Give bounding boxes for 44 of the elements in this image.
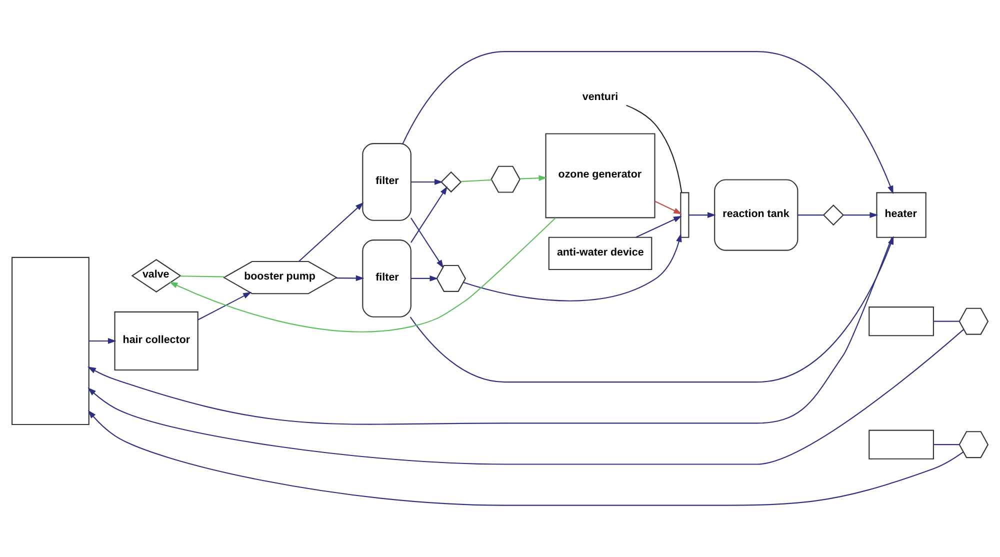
arrow — [88, 237, 892, 425]
node-diamond: valve — [131, 259, 182, 292]
arrow — [88, 410, 964, 506]
arrow — [88, 338, 116, 344]
arrow — [654, 200, 682, 214]
node-hexagon — [958, 431, 989, 458]
connector — [934, 444, 960, 446]
arrow — [463, 234, 682, 302]
node-text: venturi — [582, 90, 618, 103]
node-box: heater — [876, 192, 926, 238]
node-box: filter — [362, 143, 412, 221]
arrow — [410, 186, 448, 243]
arrow — [636, 216, 682, 238]
node-box — [868, 306, 934, 336]
arrow — [844, 212, 878, 218]
arrow — [298, 202, 364, 262]
node-box: hair collector — [114, 311, 198, 371]
node-box: ozone generator — [545, 133, 656, 218]
node-box — [868, 430, 934, 460]
arrow — [169, 217, 556, 332]
arrow — [336, 275, 364, 282]
connector — [934, 320, 960, 322]
node-hexagon — [958, 308, 989, 335]
node-box: anti-water device — [548, 236, 652, 270]
arrow — [198, 292, 252, 320]
node-box: filter — [362, 240, 412, 318]
connector — [460, 179, 492, 182]
arrow — [688, 212, 716, 218]
arrow — [520, 175, 548, 181]
node-bar — [680, 192, 690, 238]
arrow — [88, 329, 964, 465]
arrow — [410, 218, 444, 268]
connector — [180, 276, 226, 278]
connector — [626, 104, 682, 192]
node-box — [12, 256, 90, 426]
node-box: reaction tank — [714, 179, 798, 251]
arrow — [410, 179, 443, 185]
arrow — [410, 276, 438, 282]
node-hexagon — [490, 166, 520, 193]
node-valve — [822, 204, 844, 226]
arrow — [402, 51, 894, 194]
connector — [798, 214, 824, 216]
node-valve — [440, 171, 462, 193]
node-hexagon — [436, 264, 466, 292]
